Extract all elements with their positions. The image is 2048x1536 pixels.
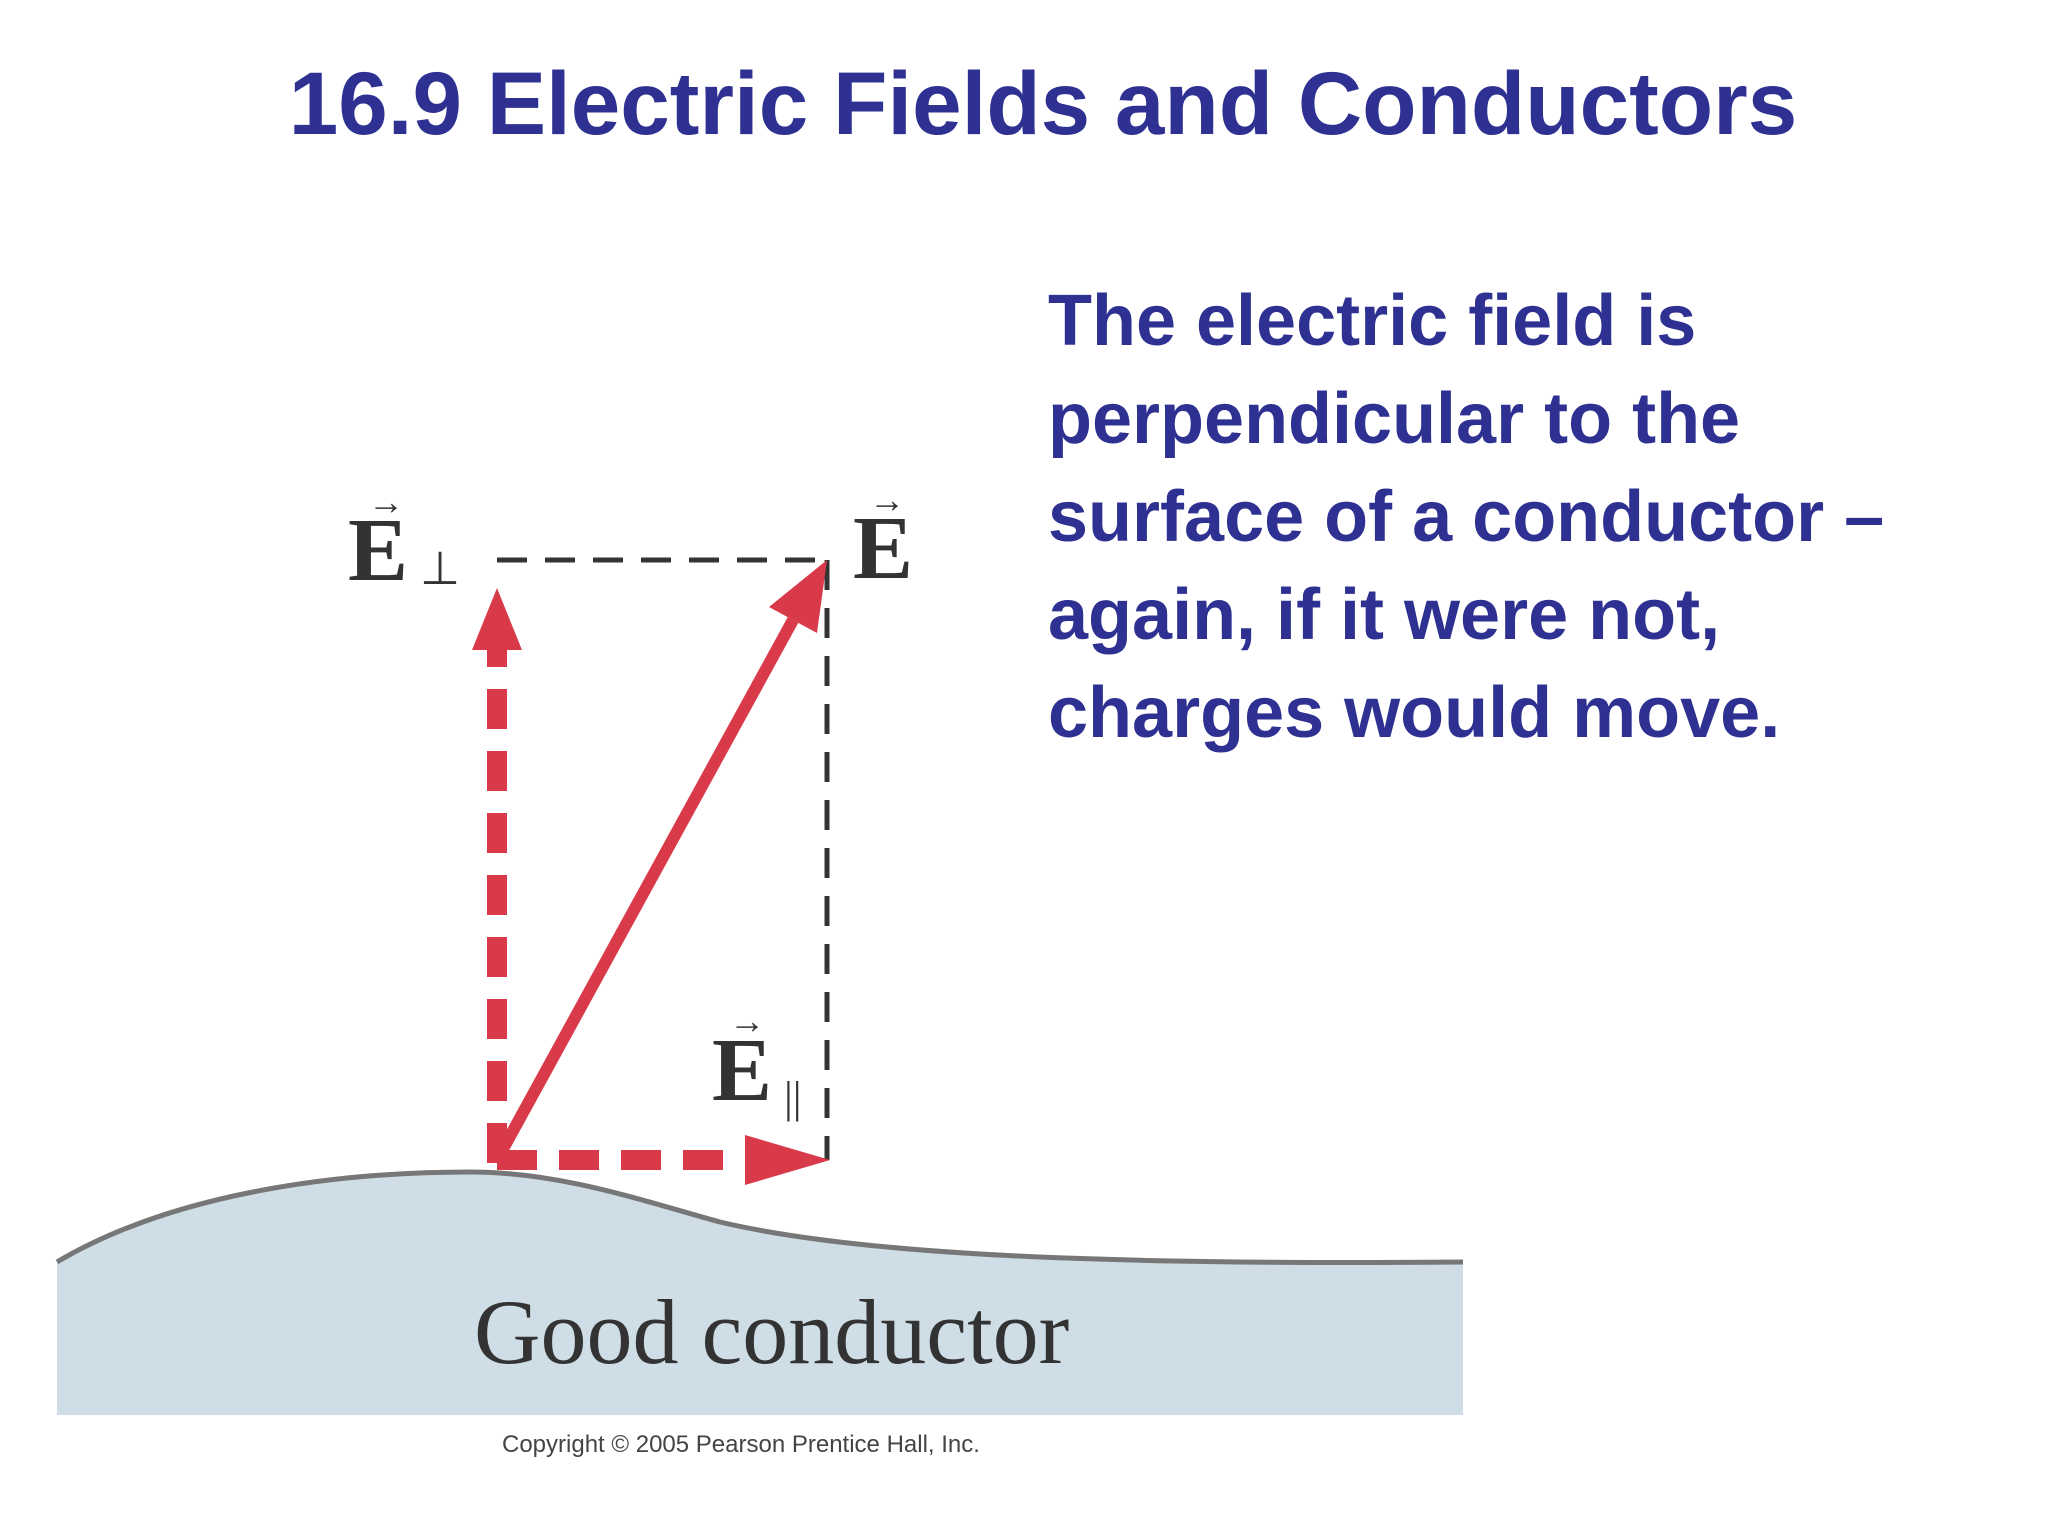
perpendicular-label-subscript: ⊥ (420, 543, 460, 594)
total-label-symbol: E (853, 499, 913, 598)
conductor-label: Good conductor (474, 1281, 1069, 1383)
copyright-notice: Copyright © 2005 Pearson Prentice Hall, … (502, 1431, 980, 1458)
explanation-line: surface of a conductor – (1048, 477, 1885, 557)
explanation-line: The electric field is (1048, 281, 1697, 361)
parallel-label-symbol: E (712, 1021, 772, 1120)
explanation-line: charges would move. (1048, 673, 1781, 753)
slide-title: 16.9 Electric Fields and Conductors (288, 53, 1798, 153)
total-field-arrowhead (769, 560, 827, 633)
total-label-arrow: → (869, 480, 905, 520)
parallel-label-subscript: || (784, 1073, 802, 1122)
parallel-label-arrow: → (729, 1001, 765, 1041)
conductor-surface (55, 1169, 1464, 1266)
explanation-line: again, if it were not, (1048, 575, 1721, 655)
conductor-region (57, 1172, 1463, 1415)
perpendicular-field-label: → E ⊥ (348, 482, 460, 600)
perpendicular-label-arrow: → (368, 482, 404, 522)
explanation-line: perpendicular to the (1048, 379, 1741, 459)
total-field-shaft (491, 617, 799, 1163)
parallel-component-arrowhead (745, 1135, 830, 1185)
perpendicular-label-symbol: E (348, 501, 408, 600)
perpendicular-component-arrowhead (472, 588, 522, 650)
explanation-text: The electric field is perpendicular to t… (1048, 272, 2048, 762)
total-field-label: → E (853, 480, 913, 598)
parallel-field-label: → E || (712, 1001, 802, 1122)
